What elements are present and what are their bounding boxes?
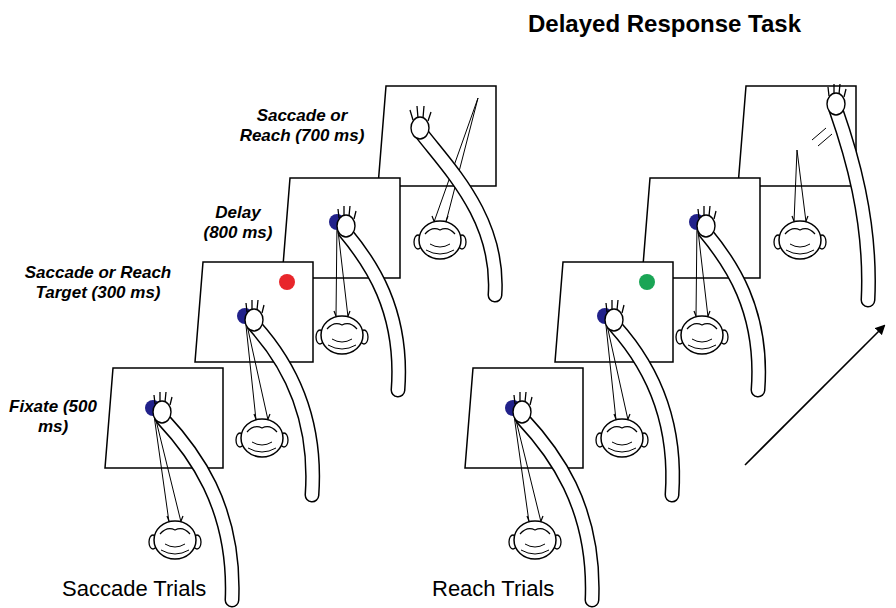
- time-arrow: [745, 326, 884, 465]
- saccade-target: [279, 274, 295, 290]
- reach-target: [639, 274, 655, 290]
- trial-label: Reach Trials: [432, 576, 554, 602]
- phase-label: Delay (800 ms): [196, 203, 280, 242]
- phase-label: Saccade or Reach (700 ms): [232, 106, 372, 145]
- diagram-title: Delayed Response Task: [528, 10, 801, 38]
- trial-label: Saccade Trials: [62, 576, 206, 602]
- phase-label: Saccade or Reach Target (300 ms): [8, 263, 188, 302]
- screen: [555, 262, 673, 362]
- screen: [195, 262, 313, 362]
- screen: [378, 86, 496, 186]
- phase-label: Fixate (500 ms): [6, 397, 100, 436]
